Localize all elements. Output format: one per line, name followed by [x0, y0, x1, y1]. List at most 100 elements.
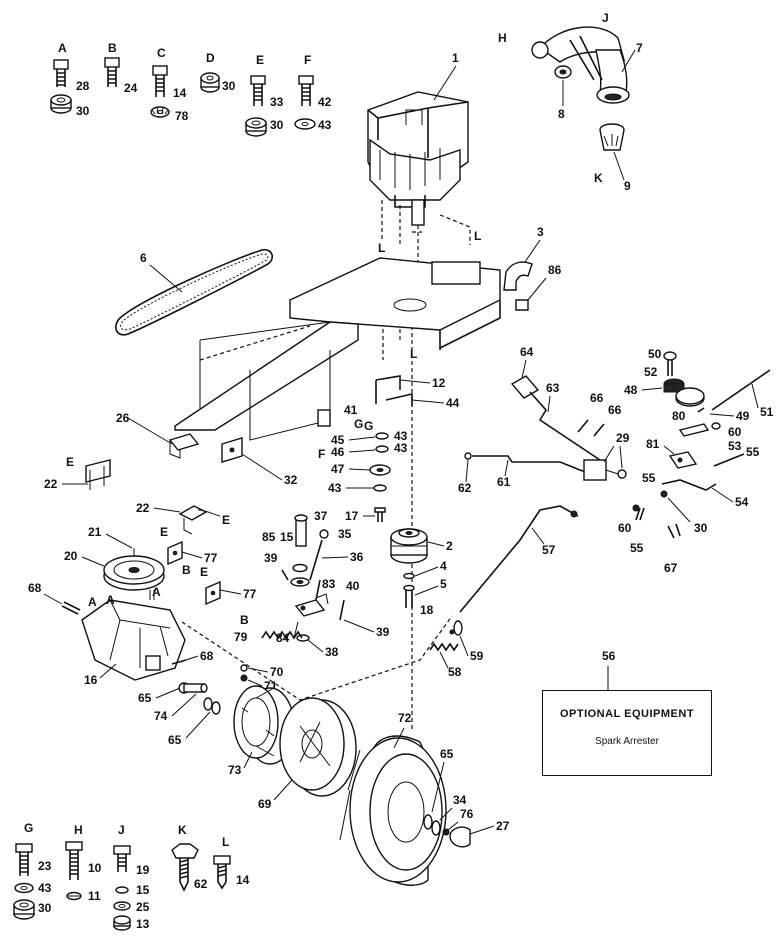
- callout-58: 58: [448, 665, 462, 679]
- hw-part-g-30: 30: [38, 901, 52, 915]
- callout-83: 83: [322, 577, 336, 591]
- callout-8: 8: [558, 107, 565, 121]
- ref-letter-a: A: [88, 595, 97, 609]
- clutch-rod: [459, 505, 579, 613]
- bolt-68-left: [61, 601, 81, 615]
- callout-17: 17: [345, 509, 359, 523]
- hardware-key-top: A 28 30 B 24 C 14 7: [50, 41, 332, 137]
- fasteners-60-55: [632, 504, 645, 521]
- cotter-67: [667, 523, 681, 539]
- wheel-hub-69: [279, 697, 357, 797]
- hw-part-c-14: 14: [173, 86, 187, 100]
- callout-32: 32: [284, 473, 298, 487]
- callout-29: 29: [616, 431, 630, 445]
- rod-51: [697, 369, 771, 413]
- callout-72: 72: [398, 711, 412, 725]
- hw-letter-e: E: [256, 53, 264, 67]
- callout-86: 86: [548, 263, 562, 277]
- bolt-icon: [53, 59, 69, 87]
- callout-51: 51: [760, 405, 774, 419]
- callout-43: 43: [328, 481, 342, 495]
- callout-47: 47: [331, 462, 345, 476]
- hw-letter-c: C: [157, 46, 166, 60]
- callout-76: 76: [460, 807, 474, 821]
- bolt-icon: [104, 57, 120, 87]
- ref-letter-f: F: [318, 447, 325, 461]
- callout-55: 55: [746, 445, 760, 459]
- callout-27: 27: [496, 819, 510, 833]
- callout-21: 21: [88, 525, 102, 539]
- knob-50: [663, 351, 677, 376]
- callout-20: 20: [64, 549, 78, 563]
- engine: [367, 91, 469, 226]
- transaxle-pulley: [103, 548, 165, 591]
- callout-55: 55: [630, 541, 644, 555]
- fasteners-70-71: [240, 664, 248, 682]
- callout-36: 36: [350, 550, 364, 564]
- optional-equipment-item: Spark Arrester: [595, 736, 659, 747]
- callout-59: 59: [470, 649, 484, 663]
- callout-60: 60: [618, 521, 632, 535]
- washer-icon: [294, 118, 316, 130]
- callout-66: 66: [590, 391, 604, 405]
- hw-part-f-43: 43: [318, 118, 332, 132]
- callout-62: 62: [458, 481, 472, 495]
- ref-letter-e: E: [200, 565, 208, 579]
- callout-61: 61: [497, 475, 511, 489]
- callout-79: 79: [234, 630, 248, 644]
- callout-41: 41: [344, 403, 358, 417]
- hw-part-g-43: 43: [38, 881, 52, 895]
- hw-part-h-11: 11: [88, 889, 101, 903]
- ref-letter-k: K: [594, 171, 603, 185]
- callout-81: 81: [646, 437, 660, 451]
- transaxle: [81, 590, 186, 681]
- callout-22: 22: [136, 501, 150, 515]
- callout-26: 26: [116, 411, 130, 425]
- callout-16: 16: [84, 673, 98, 687]
- washer-4: [403, 572, 415, 580]
- callout-80: 80: [672, 409, 686, 423]
- callout-68: 68: [28, 581, 42, 595]
- callout-55: 55: [642, 471, 656, 485]
- hw-part-b-24: 24: [124, 81, 138, 95]
- callout-69: 69: [258, 797, 272, 811]
- callout-65: 65: [138, 691, 152, 705]
- callout-7: 7: [636, 41, 643, 55]
- callout-45: 45: [331, 433, 345, 447]
- spring-79: [261, 630, 303, 640]
- disc-80: [675, 387, 705, 407]
- hardware-key-bottom: G 23 43 30 H 10 11 J 19 15 25 13 K: [13, 821, 250, 931]
- engine-pulley: [390, 528, 428, 564]
- callout-35: 35: [338, 527, 352, 541]
- frame: [174, 257, 501, 441]
- pin-40: [339, 599, 345, 621]
- callout-64: 64: [520, 345, 534, 359]
- optional-equipment-title: OPTIONAL EQUIPMENT: [559, 708, 695, 720]
- callout-54: 54: [735, 495, 749, 509]
- hw-part-h-10: 10: [88, 861, 102, 875]
- bracket-81: [668, 451, 698, 469]
- hw-part-j-13: 13: [136, 917, 150, 931]
- callout-68: 68: [200, 649, 214, 663]
- callout-85: 85: [262, 530, 276, 544]
- ref-letter-l: L: [378, 241, 385, 255]
- hw-letter-k: K: [178, 823, 187, 837]
- idler-assembly: [290, 514, 329, 642]
- callout-57: 57: [542, 543, 556, 557]
- callout-34: 34: [453, 793, 467, 807]
- hw-part-a-28: 28: [76, 79, 90, 93]
- callout-5: 5: [440, 577, 447, 591]
- callout-53: 53: [728, 439, 742, 453]
- callout-30: 30: [694, 521, 708, 535]
- hw-part-d-30: 30: [222, 79, 236, 93]
- ref-letter-h: H: [498, 31, 507, 45]
- spring-58: [429, 620, 463, 652]
- hw-part-j-15: 15: [136, 883, 150, 897]
- ref-letter-a: A: [106, 593, 115, 607]
- callout-56: 56: [602, 649, 616, 663]
- hw-letter-a: A: [58, 41, 67, 55]
- hw-part-k-62: 62: [194, 877, 208, 891]
- callout-40: 40: [346, 579, 360, 593]
- callout-37: 37: [314, 509, 328, 523]
- callout-74: 74: [154, 709, 168, 723]
